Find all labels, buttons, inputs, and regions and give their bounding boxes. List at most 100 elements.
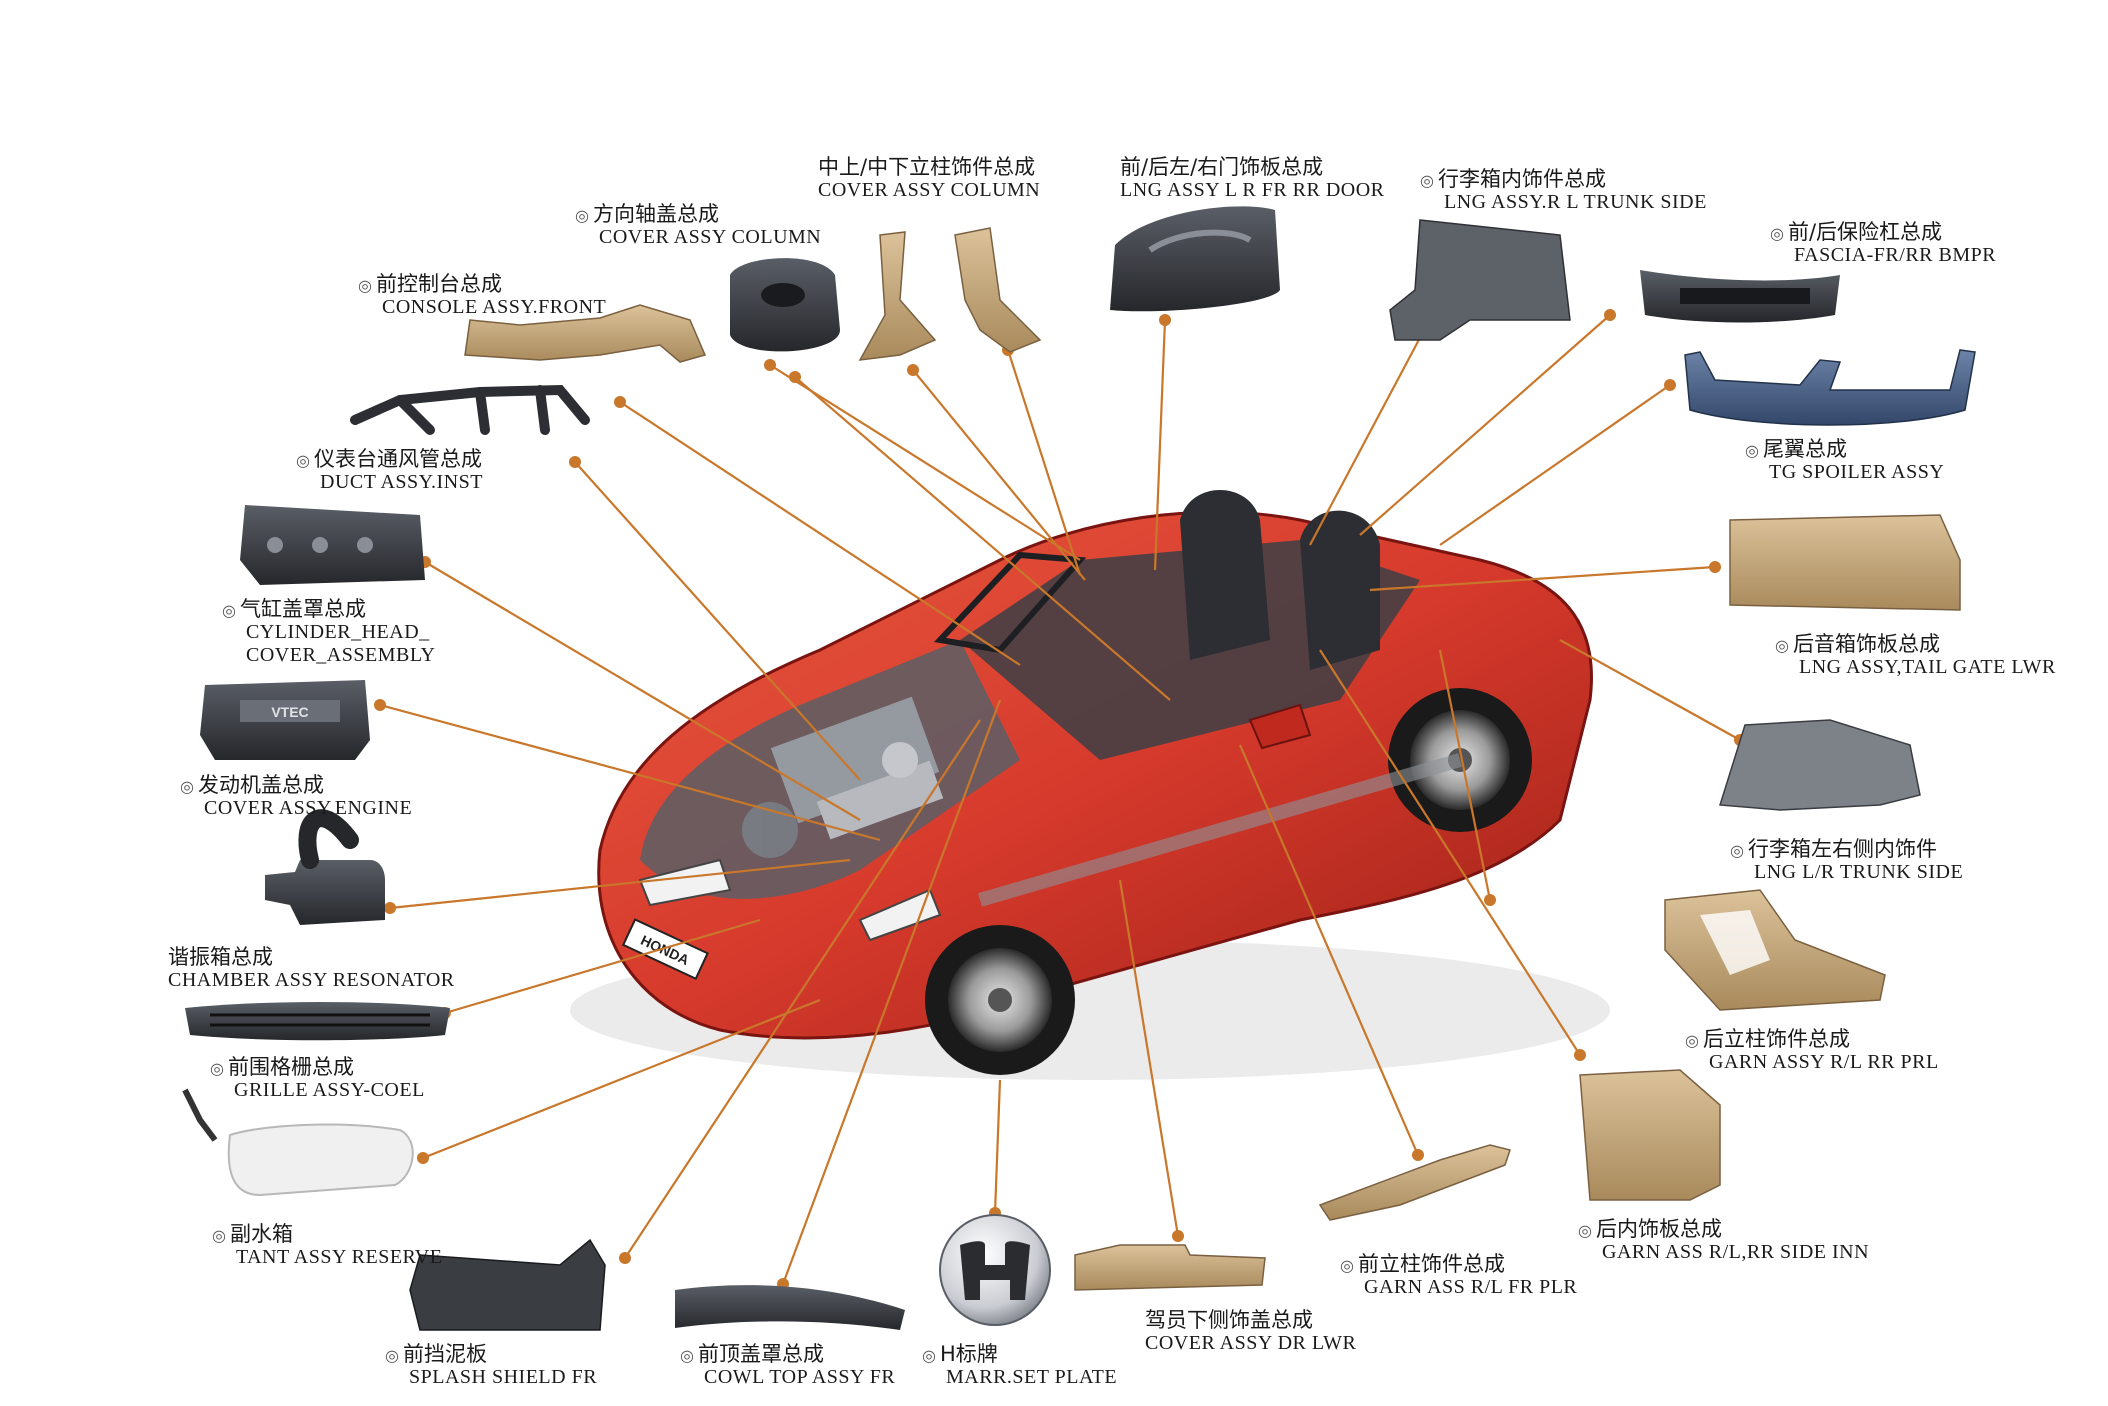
bullet-icon: ◎: [1745, 441, 1759, 460]
label-en: FASCIA-FR/RR BMPR: [1794, 244, 1997, 267]
rear-side-inner-part: [1579, 1069, 1721, 1201]
label-cn: 后音箱饰板总成: [1792, 632, 1940, 656]
label-en: MARR.SET PLATE: [946, 1366, 1118, 1389]
engine-cover-badge: VTEC: [271, 704, 308, 720]
bullet-icon: ◎: [922, 1346, 936, 1365]
label-bumper: ◎前/后保险杠总成 FASCIA-FR/RR BMPR: [1770, 220, 1996, 267]
label-en: DUCT ASSY.INST: [320, 471, 483, 494]
label-en: COVER ASSY DR LWR: [1145, 1332, 1357, 1355]
label-cn: 方向轴盖总成: [592, 202, 719, 226]
column-cover-part: [730, 258, 840, 352]
label-resonator: 谐振箱总成 CHAMBER ASSY RESONATOR: [168, 945, 455, 992]
label-cn: 行李箱内饰件总成: [1437, 167, 1606, 191]
bullet-icon: ◎: [296, 451, 310, 470]
resonator-part: [265, 809, 385, 925]
bullet-icon: ◎: [1340, 1256, 1354, 1275]
label-cn: 行李箱左右侧内饰件: [1747, 837, 1937, 861]
bullet-icon: ◎: [1730, 841, 1744, 860]
bullet-icon: ◎: [1578, 1221, 1592, 1240]
label-cn: 发动机盖总成: [197, 773, 324, 797]
front-wheel: [925, 925, 1075, 1075]
label-splash: ◎前挡泥板 SPLASH SHIELD FR: [385, 1342, 597, 1389]
h-emblem-part: [939, 1214, 1051, 1326]
cowl-top-part: [675, 1285, 905, 1330]
label-cn: H标牌: [939, 1342, 998, 1366]
bullet-icon: ◎: [1685, 1031, 1699, 1050]
label-en: COVER ASSY COLUMN: [818, 179, 1041, 202]
bullet-icon: ◎: [1770, 224, 1784, 243]
label-trunk-side: ◎行李箱内饰件总成 LNG ASSY.R L TRUNK SIDE: [1420, 167, 1707, 214]
label-cn: 前立柱饰件总成: [1357, 1252, 1505, 1276]
label-reserve: ◎副水箱 TANT ASSY RESERVE: [212, 1222, 442, 1269]
engine-cover-part: VTEC: [200, 680, 370, 760]
bullet-icon: ◎: [212, 1226, 226, 1245]
label-cn: 前/后保险杠总成: [1787, 220, 1943, 244]
reserve-tank-part: [182, 1088, 414, 1197]
label-rr-pillar: ◎后立柱饰件总成 GARN ASSY R/L RR PRL: [1685, 1027, 1939, 1074]
splash-shield-part: [409, 1238, 606, 1331]
bullet-icon: ◎: [1775, 636, 1789, 655]
tailgate-lower-part: [1729, 514, 1961, 611]
label-engine-cover: ◎发动机盖总成 COVER ASSY.ENGINE: [180, 773, 412, 820]
driver-lower-cover-part: [1074, 1244, 1266, 1291]
label-spoiler: ◎尾翼总成 TG SPOILER ASSY: [1745, 437, 1944, 484]
label-en: TG SPOILER ASSY: [1769, 461, 1945, 484]
car-illustration: HONDA: [570, 490, 1610, 1080]
label-en: SPLASH SHIELD FR: [409, 1366, 598, 1389]
door-lining-part: [1110, 206, 1280, 312]
label-en: GARN ASS R/L FR PLR: [1364, 1276, 1578, 1299]
label-duct: ◎仪表台通风管总成 DUCT ASSY.INST: [296, 447, 483, 494]
label-fr-pillar: ◎前立柱饰件总成 GARN ASS R/L FR PLR: [1340, 1252, 1577, 1299]
bumper-part: [1640, 270, 1840, 323]
label-cn: 后立柱饰件总成: [1702, 1027, 1850, 1051]
label-trunk-lr: ◎行李箱左右侧内饰件 LNG L/R TRUNK SIDE: [1730, 837, 1963, 884]
label-en: LNG ASSY,TAIL GATE LWR: [1799, 656, 2056, 679]
label-cn: 前控制台总成: [375, 272, 502, 296]
label-pillar-column: 中上/中下立柱饰件总成 COVER ASSY COLUMN: [818, 155, 1040, 202]
label-en: LNG ASSY.R L TRUNK SIDE: [1444, 191, 1707, 214]
label-cn: 气缸盖罩总成: [239, 597, 366, 621]
duct-part: [350, 384, 590, 435]
label-en: COVER ASSY.ENGINE: [204, 797, 413, 820]
label-cn: 谐振箱总成: [168, 945, 273, 969]
label-en: CHAMBER ASSY RESONATOR: [168, 969, 455, 992]
label-cn: 驾员下侧饰盖总成: [1145, 1308, 1313, 1332]
label-dr-lwr: 驾员下侧饰盖总成 COVER ASSY DR LWR: [1145, 1308, 1356, 1355]
trunk-side-part: [1389, 219, 1571, 341]
bullet-icon: ◎: [1420, 171, 1434, 190]
label-cn: 仪表台通风管总成: [313, 447, 482, 471]
label-en: CONSOLE ASSY.FRONT: [382, 296, 607, 319]
label-en: COWL TOP ASSY FR: [704, 1366, 896, 1389]
rear-pillar-part: [1664, 889, 1886, 1011]
bullet-icon: ◎: [358, 276, 372, 295]
label-en: GRILLE ASSY-COEL: [234, 1079, 425, 1102]
cylinder-head-part: [240, 505, 425, 585]
label-door-lining: 前/后左/右门饰板总成 LNG ASSY L R FR RR DOOR: [1120, 155, 1385, 202]
bullet-icon: ◎: [180, 777, 194, 796]
label-en-line2: COVER_ASSEMBLY: [246, 644, 436, 667]
label-tailgate: ◎后音箱饰板总成 LNG ASSY,TAIL GATE LWR: [1775, 632, 2056, 679]
pillar-column-parts: [858, 227, 1042, 361]
label-emblem: ◎H标牌 MARR.SET PLATE: [922, 1342, 1117, 1389]
label-en: LNG ASSY L R FR RR DOOR: [1120, 179, 1385, 202]
label-en: CYLINDER_HEAD_: [246, 621, 430, 644]
label-en: GARN ASSY R/L RR PRL: [1709, 1051, 1939, 1074]
bullet-icon: ◎: [680, 1346, 694, 1365]
grille-part: [185, 1002, 450, 1041]
label-en: LNG L/R TRUNK SIDE: [1754, 861, 1964, 884]
label-cn: 前顶盖罩总成: [697, 1342, 824, 1366]
front-pillar-part: [1318, 1144, 1511, 1221]
label-cowl: ◎前顶盖罩总成 COWL TOP ASSY FR: [680, 1342, 895, 1389]
label-cn: 副水箱: [229, 1222, 293, 1246]
label-cn: 中上/中下立柱饰件总成: [818, 155, 1036, 179]
label-cn: 后内饰板总成: [1595, 1217, 1722, 1241]
console-front-part: [464, 304, 707, 363]
label-cn: 前挡泥板: [402, 1342, 487, 1366]
leader-lines: [379, 299, 1741, 1285]
label-en: GARN ASS R/L,RR SIDE INN: [1602, 1241, 1870, 1264]
bullet-icon: ◎: [222, 601, 236, 620]
trunk-lr-part: [1719, 719, 1921, 811]
label-en: COVER ASSY COLUMN: [599, 226, 822, 249]
